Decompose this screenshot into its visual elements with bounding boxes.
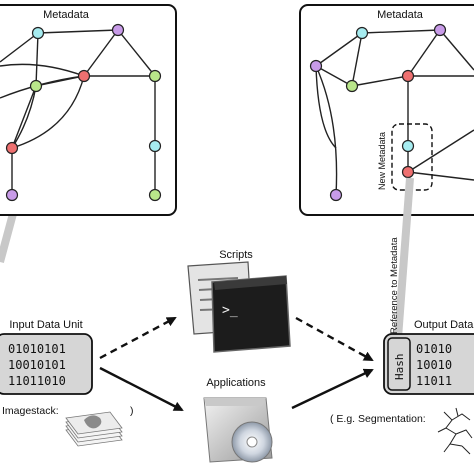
graph-edges-right	[315, 29, 474, 196]
graph-node	[148, 139, 162, 153]
input-data-unit-label: Input Data Unit	[9, 319, 82, 331]
graph-node	[309, 59, 323, 73]
terminal-prompt: >_	[222, 303, 238, 318]
graph-node	[345, 79, 359, 93]
new-metadata-label: New Metadata	[377, 132, 387, 190]
applications-label: Applications	[206, 377, 266, 389]
graph-node	[401, 165, 415, 179]
cd-disc-icon	[231, 421, 273, 463]
output-data-unit: Output Data Hash 01010 10010 11011 ( E.g…	[330, 319, 474, 455]
reference-to-metadata-label: Reference to Metadata	[389, 237, 400, 334]
graph-node	[329, 188, 343, 202]
metadata-panel-right: Metadata New Metadata	[299, 4, 474, 216]
output-binary-row: 01010	[416, 342, 452, 356]
hash-block	[387, 337, 411, 391]
graph-edges-left	[0, 29, 156, 195]
metadata-title-left: Metadata	[43, 9, 90, 21]
output-data-label: Output Data	[414, 319, 474, 331]
arrow-applications-to-output	[291, 368, 374, 410]
graph-node	[77, 69, 91, 83]
output-binary-row: 11011	[416, 374, 452, 388]
arrow-scripts-to-output	[295, 316, 374, 362]
hash-label: Hash	[393, 354, 406, 381]
input-data-box	[0, 333, 93, 395]
graph-node	[433, 23, 447, 37]
output-binary-row: 10010	[416, 358, 452, 372]
input-binary-row: 10010101	[8, 358, 66, 372]
imagestack-icon	[65, 411, 123, 447]
input-binary-row: 11011010	[8, 374, 66, 388]
graph-node	[148, 69, 162, 83]
graph-node	[29, 79, 43, 93]
graph-nodes-left	[5, 23, 162, 202]
graph-node	[5, 141, 19, 155]
imagestack-label: Imagestack:	[2, 405, 59, 417]
graph-node	[5, 188, 19, 202]
graph-nodes-right	[309, 23, 447, 202]
metadata-box-right	[299, 4, 474, 216]
metadata-box-left	[0, 4, 177, 216]
terminal-icon: >_	[211, 275, 291, 353]
scripts-group: Scripts >_	[187, 249, 291, 353]
input-data-unit: Input Data Unit 01010101 10010101 110110…	[0, 319, 134, 447]
graph-node	[355, 26, 369, 40]
reference-bar-right	[394, 177, 414, 339]
applications-group: Applications	[203, 377, 273, 463]
flow-arrows	[99, 316, 374, 412]
graph-node	[148, 188, 162, 202]
arrow-input-to-scripts	[99, 316, 177, 360]
scripts-label: Scripts	[219, 249, 253, 261]
graph-node	[111, 23, 125, 37]
metadata-title-right: Metadata	[377, 9, 424, 21]
graph-node	[31, 26, 45, 40]
input-binary-row: 01010101	[8, 342, 66, 356]
graph-node	[401, 69, 415, 83]
reference-bar-left	[0, 208, 18, 264]
segmentation-label: ( E.g. Segmentation:	[330, 413, 426, 425]
graph-node	[401, 139, 415, 153]
metadata-panel-left: Metadata	[0, 4, 177, 264]
arrow-input-to-applications	[99, 366, 184, 412]
imagestack-close-paren: )	[130, 405, 134, 417]
segmentation-icon	[437, 407, 473, 455]
